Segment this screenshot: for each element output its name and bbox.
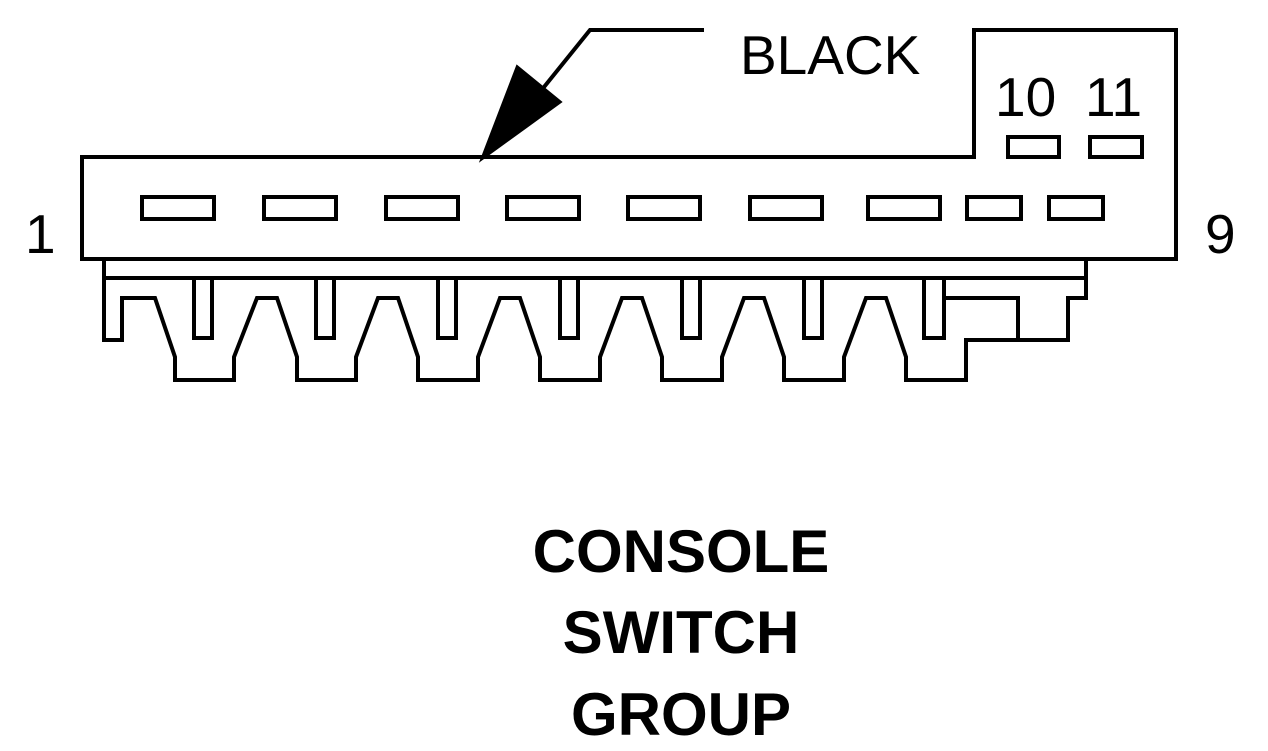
callout-label: BLACK [740,24,921,86]
pin-cavity-3 [384,195,460,221]
pin-cavity-5 [626,195,702,221]
diagram-title: CONSOLE SWITCH GROUP [533,518,830,748]
connector-base-strip [102,257,1088,280]
pin-cavity-2 [262,195,338,221]
pin-cavity-1 [140,195,216,221]
callout-pointer [478,28,704,163]
title-line-3: GROUP [571,681,791,748]
pin-cavity-10 [1006,135,1061,159]
connector-teeth [102,278,1088,382]
latch-posts [192,278,1020,340]
title-line-1: CONSOLE [533,518,830,585]
pin-label-aux-left: 10 [995,66,1056,128]
callout-arrow-icon [478,64,563,163]
pin-cavity-4 [505,195,581,221]
callout-leader-line [538,28,704,94]
pin-cavity-6 [748,195,824,221]
connector-housing-outline [80,28,1178,261]
pin-cavity-7 [866,195,942,221]
pin-label-last: 9 [1205,203,1236,265]
pin-cavity-11 [1088,135,1144,159]
connector-body [80,28,1178,382]
pin-label-first: 1 [25,203,56,265]
pin-cavity-8 [965,195,1023,221]
pin-label-aux-right: 11 [1085,66,1142,128]
title-line-2: SWITCH [563,599,800,666]
pin-cavity-9 [1047,195,1105,221]
